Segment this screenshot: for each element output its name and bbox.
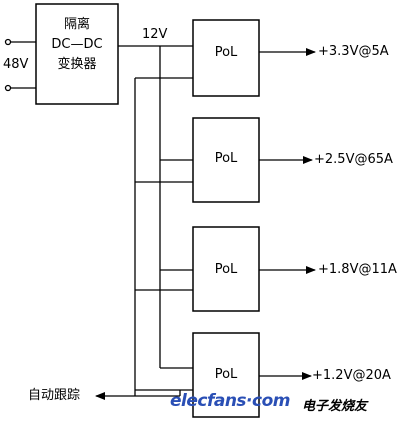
output-arrows	[259, 48, 316, 380]
auto-tracking-label: 自动跟踪	[28, 388, 81, 403]
input-terminals	[4, 38, 36, 92]
pol-label-3: PoL	[214, 262, 238, 277]
pol-output-4: +1.2V@20A	[312, 368, 391, 383]
pol-label-4: PoL	[214, 367, 238, 382]
pol-box-4	[192, 332, 260, 418]
pol-output-2: +2.5V@65A	[314, 152, 393, 167]
pol-box-3	[192, 226, 260, 312]
auto-tracking-wiring	[95, 77, 193, 400]
input-voltage-label: 48V	[3, 57, 29, 72]
converter-label-line2: DC—DC	[51, 37, 103, 52]
pol-output-1: +3.3V@5A	[318, 44, 389, 59]
pol-label-1: PoL	[214, 45, 238, 60]
pol-box-1	[192, 19, 260, 97]
pol-output-3: +1.8V@11A	[318, 262, 397, 277]
bus-voltage-label: 12V	[142, 27, 168, 42]
dcdc-converter-box	[35, 3, 119, 105]
converter-label-line1: 隔离	[63, 17, 90, 32]
converter-label-line3: 变换器	[57, 57, 97, 72]
watermark-logo: elecfans·com	[170, 391, 290, 411]
watermark-site-name: 电子发烧友	[302, 399, 368, 414]
bus-12v-wiring	[118, 45, 193, 369]
pol-label-2: PoL	[214, 151, 238, 166]
